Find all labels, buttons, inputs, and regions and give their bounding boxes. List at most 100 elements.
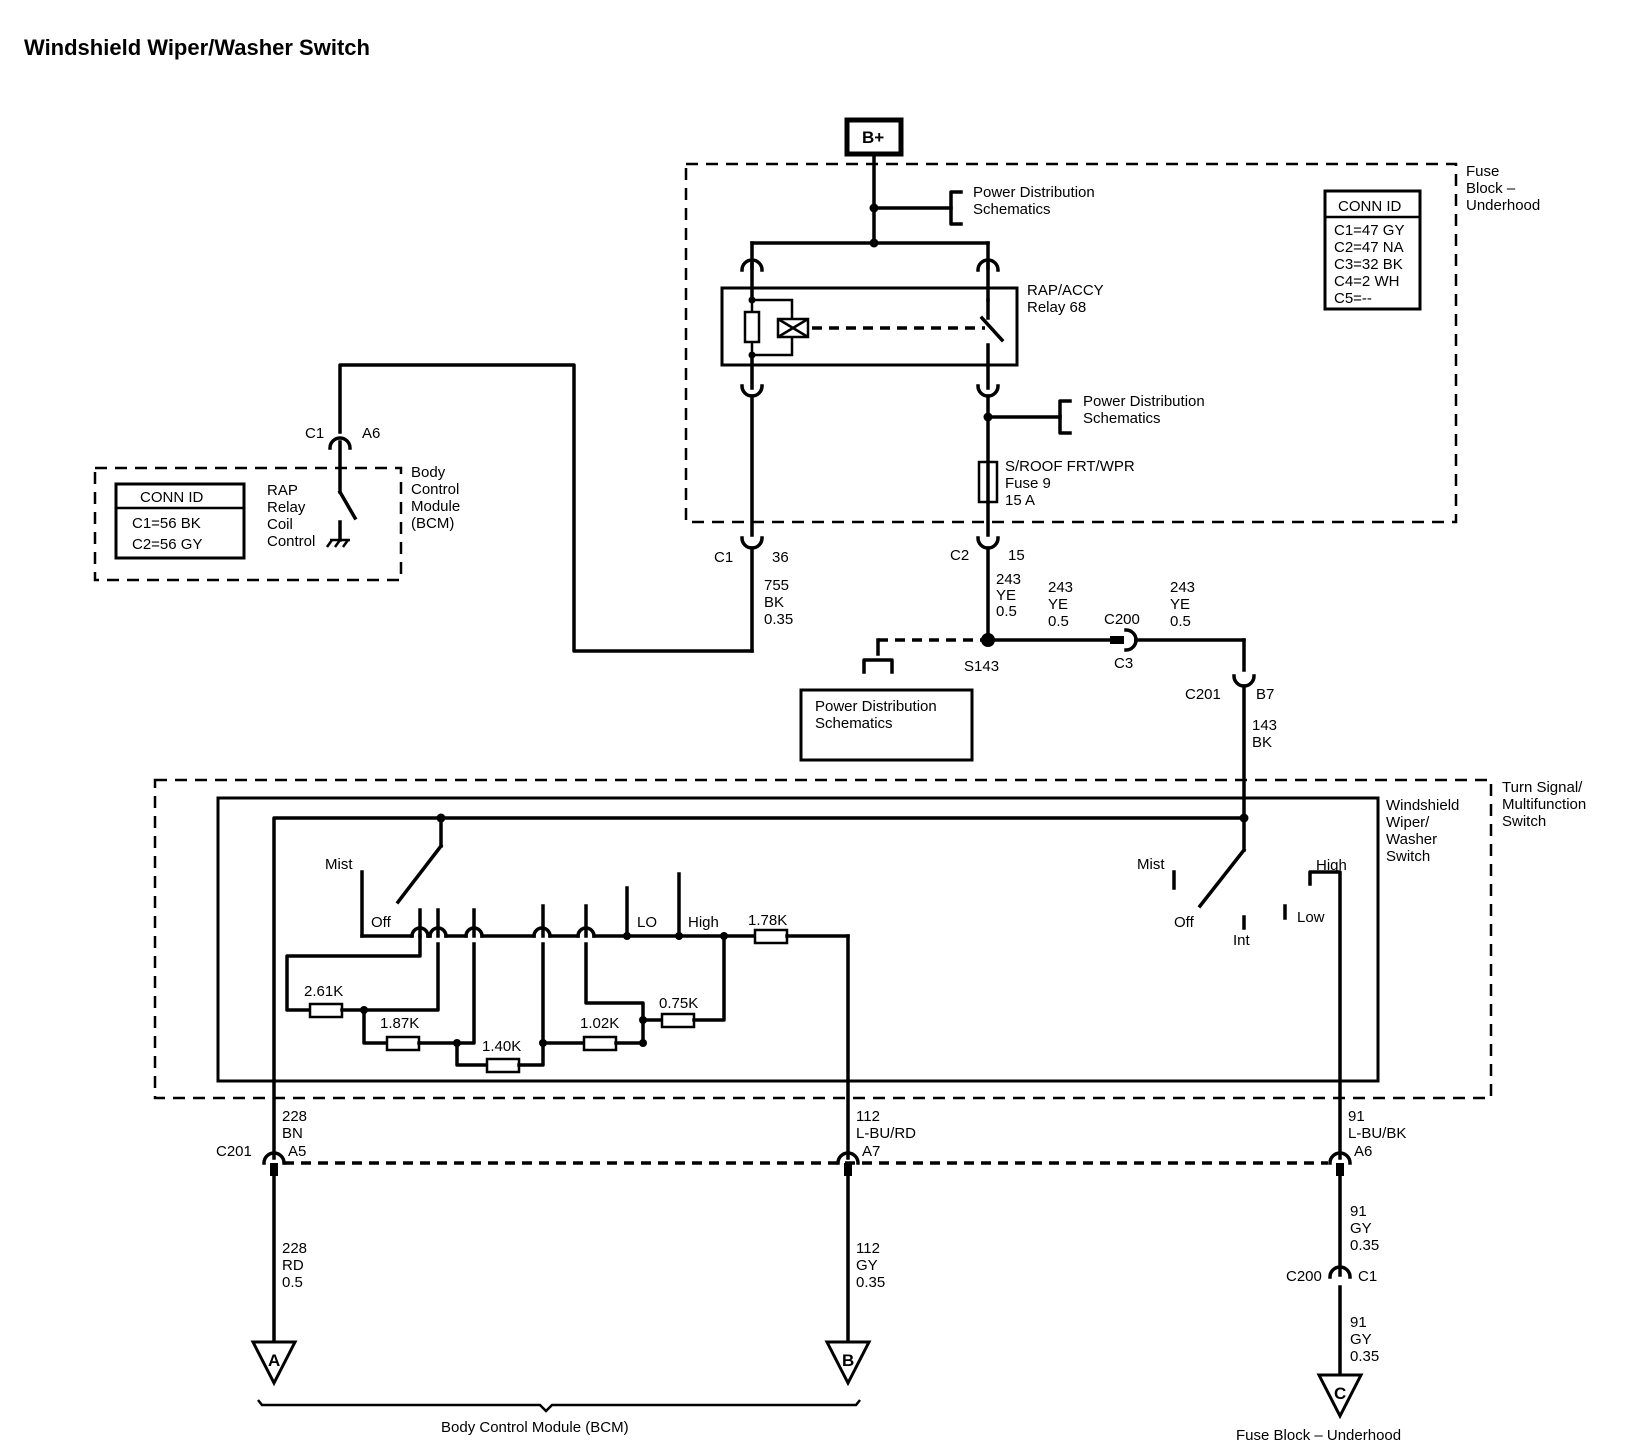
ref-a-label: A — [268, 1351, 280, 1370]
fuse-label-3: 15 A — [1005, 492, 1035, 509]
resistor-1-02k: 1.02K — [580, 1015, 619, 1032]
wiper-switch-label-2: Wiper/ — [1386, 814, 1430, 831]
battery-positive-terminal: B+ — [844, 117, 904, 157]
s143-label: S143 — [964, 658, 999, 675]
bcm-circuit-label-1: RAP — [267, 482, 298, 499]
bcm-conn-id-c2: C2=56 GY — [132, 536, 202, 553]
wire-243-a-1: 243 — [996, 571, 1021, 588]
wire-112-top-2: L-BU/RD — [856, 1125, 916, 1142]
left-lo-label: LO — [637, 914, 657, 931]
pds-top-line2: Schematics — [973, 201, 1051, 218]
wire-112-bot-1: 112 — [856, 1240, 880, 1257]
wire-243-a-2: YE — [996, 587, 1016, 604]
c3-label: C3 — [1114, 655, 1133, 672]
fuse-9 — [977, 460, 999, 537]
c201-b7-conn: C201 — [1185, 686, 1221, 703]
pin-a5: A5 — [288, 1143, 306, 1160]
relay-label-1: RAP/ACCY — [1027, 282, 1104, 299]
bcm-bottom-bracket — [257, 1399, 861, 1413]
battery-label: B+ — [862, 128, 884, 147]
wire-91-top-1: 91 — [1348, 1108, 1365, 1125]
c1-36-pin: 36 — [772, 549, 789, 566]
fuse-block-underhood: Fuse Block – Underhood — [684, 162, 1540, 524]
wire-91-mid-3: 0.35 — [1350, 1237, 1379, 1254]
conn-id-c4: C4=2 WH — [1334, 273, 1399, 290]
switch-common-bus — [272, 813, 1249, 1160]
body-control-module-top — [93, 436, 403, 582]
pin-a7: A7 — [862, 1143, 880, 1160]
fuse-block-label-3: Underhood — [1466, 197, 1540, 214]
wire-243-c-3: 0.5 — [1170, 613, 1191, 630]
wire-243-a-3: 0.5 — [996, 603, 1017, 620]
c2-15-pin: 15 — [1008, 547, 1025, 564]
wire-243-c-1: 243 — [1170, 579, 1195, 596]
multifunction-label-3: Switch — [1502, 813, 1546, 830]
c201-bottom-connector — [262, 1151, 1352, 1377]
bcm-conn-id-c1: C1=56 BK — [132, 515, 201, 532]
bcm-label-1: Body — [411, 464, 446, 481]
resistor-2-61k: 2.61K — [304, 983, 343, 1000]
washer-switch — [1172, 816, 1342, 1160]
fuse-block-conn-id-table: CONN ID C1=47 GY C2=47 NA C3=32 BK C4=2 … — [1323, 189, 1422, 311]
relay-label-2: Relay 68 — [1027, 299, 1086, 316]
c1-36-conn: C1 — [714, 549, 733, 566]
bcm-circuit-label-2: Relay — [267, 499, 306, 516]
pds-mid-line1: Power Distribution — [1083, 393, 1205, 410]
ref-triangle-a: A — [250, 1340, 298, 1387]
left-mist-label: Mist — [325, 856, 353, 873]
wire-228-top-1: 228 — [282, 1108, 307, 1125]
conn-id-c3: C3=32 BK — [1334, 256, 1403, 273]
relay-output-connectors — [740, 353, 1072, 537]
multifunction-label-2: Multifunction — [1502, 796, 1586, 813]
wire-112-bot-2: GY — [856, 1257, 878, 1274]
wiper-speed-switch — [285, 816, 850, 1160]
wire-143-1: 143 — [1252, 717, 1277, 734]
bcm-conn-id-title: CONN ID — [140, 489, 204, 506]
c201-b7-pin: B7 — [1256, 686, 1274, 703]
bcm-bottom-label: Body Control Module (BCM) — [441, 1419, 629, 1436]
wire-91-top-2: L-BU/BK — [1348, 1125, 1406, 1142]
conn-id-c2: C2=47 NA — [1334, 239, 1404, 256]
conn-id-c1: C1=47 GY — [1334, 222, 1404, 239]
wire-112-top-1: 112 — [856, 1108, 880, 1125]
wire-91-bot-3: 0.35 — [1350, 1348, 1379, 1365]
resistor-1-78k: 1.78K — [748, 912, 787, 929]
bcm-label-3: Module — [411, 498, 460, 515]
fuse-label-1: S/ROOF FRT/WPR — [1005, 458, 1135, 475]
wire-228-bot-2: RD — [282, 1257, 304, 1274]
fuse-label-2: Fuse 9 — [1005, 475, 1051, 492]
wiper-switch-label-4: Switch — [1386, 848, 1430, 865]
bcm-pin-a6: A6 — [362, 425, 380, 442]
right-mist-label: Mist — [1137, 856, 1165, 873]
multifunction-label-1: Turn Signal/ — [1502, 779, 1583, 796]
wire-143-2: BK — [1252, 734, 1272, 751]
right-low-label: Low — [1297, 909, 1325, 926]
wire-243-b-1: 243 — [1048, 579, 1073, 596]
right-off-label: Off — [1174, 914, 1195, 931]
right-int-label: Int — [1233, 932, 1251, 949]
bcm-circuit-label-3: Coil — [267, 516, 293, 533]
wire-755-2: BK — [764, 594, 784, 611]
wire-243-b-2: YE — [1048, 596, 1068, 613]
wire-755-bk — [338, 363, 754, 653]
left-high-label: High — [688, 914, 719, 931]
bcm-circuit-label-4: Control — [267, 533, 315, 550]
splice-s143 — [799, 628, 1256, 820]
resistor-1-40k: 1.40K — [482, 1038, 521, 1055]
wiper-switch-label-1: Windshield — [1386, 797, 1459, 814]
wire-91-mid-2: GY — [1350, 1220, 1372, 1237]
diagram-title: Windshield Wiper/Washer Switch — [24, 35, 370, 60]
fuse-block-output-connectors — [740, 536, 1000, 653]
pds-mid-line2: Schematics — [1083, 410, 1161, 427]
c1-bottom-label: C1 — [1358, 1268, 1377, 1285]
pds-bottom-line2: Schematics — [815, 715, 893, 732]
fuse-block-label-1: Fuse — [1466, 163, 1499, 180]
wire-755-3: 0.35 — [764, 611, 793, 628]
conn-id-c5: C5=-- — [1334, 290, 1372, 307]
c200-bottom-label: C200 — [1286, 1268, 1322, 1285]
ref-b-label: B — [842, 1351, 854, 1370]
ref-c-label: C — [1334, 1384, 1346, 1403]
wire-91-bot-1: 91 — [1350, 1314, 1367, 1331]
ref-triangle-c: C — [1316, 1373, 1364, 1420]
